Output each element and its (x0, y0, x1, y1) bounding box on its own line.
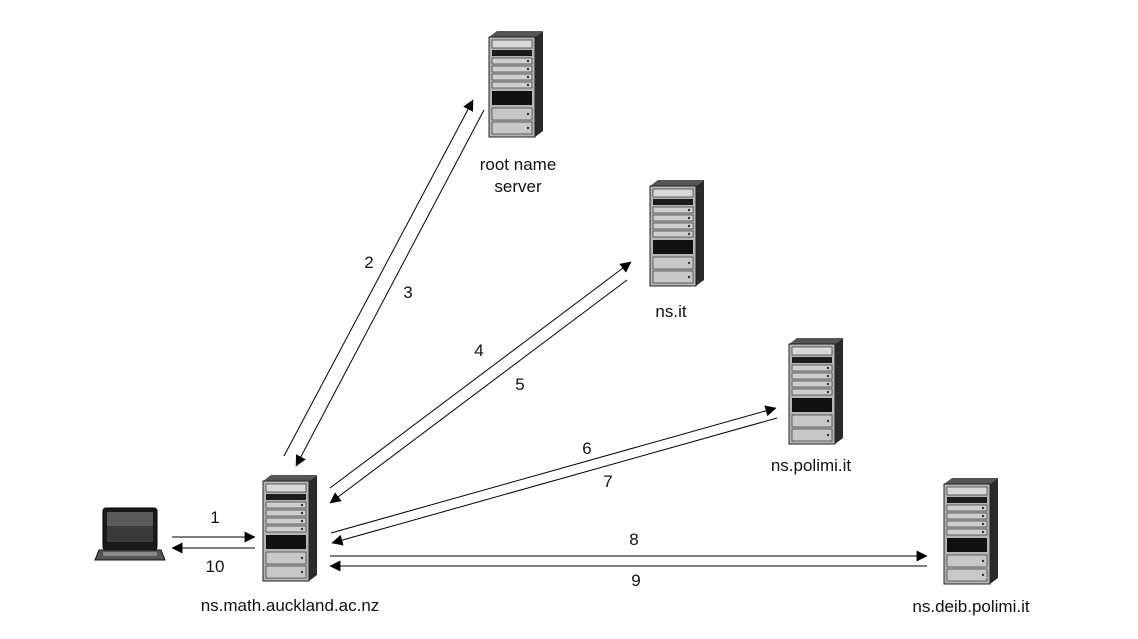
step-label-1: 1 (210, 508, 220, 527)
step-label-10: 10 (205, 557, 225, 576)
server-tower-icon (488, 30, 544, 138)
root-name-server-label-line2: server (494, 177, 542, 196)
arrow-7 (331, 417, 778, 546)
arrow-6 (330, 405, 777, 534)
arrow-5 (329, 279, 628, 504)
step-label-2: 2 (364, 253, 374, 272)
server-tower-icon (262, 474, 318, 582)
step-label-3: 3 (403, 283, 413, 302)
arrow-2 (283, 99, 474, 457)
local-name-server-label: ns.math.auckland.ac.nz (200, 596, 380, 615)
step-label-8: 8 (629, 530, 639, 549)
arrow-4 (329, 261, 632, 489)
step-label-5: 5 (515, 375, 525, 394)
ns-polimi-label: ns.polimi.it (770, 456, 852, 475)
laptop-icon (94, 507, 166, 561)
server-tower-icon (649, 179, 705, 287)
ns-it-label: ns.it (655, 302, 687, 321)
step-label-6: 6 (582, 439, 592, 458)
step-label-4: 4 (474, 341, 484, 360)
arrow-3 (295, 109, 485, 467)
ns-deib-label: ns.deib.polimi.it (912, 597, 1030, 616)
server-tower-icon (943, 477, 999, 585)
server-tower-icon (788, 337, 844, 445)
step-label-9: 9 (631, 571, 641, 590)
root-name-server-label-line1: root name (479, 155, 557, 174)
step-label-7: 7 (603, 472, 613, 491)
